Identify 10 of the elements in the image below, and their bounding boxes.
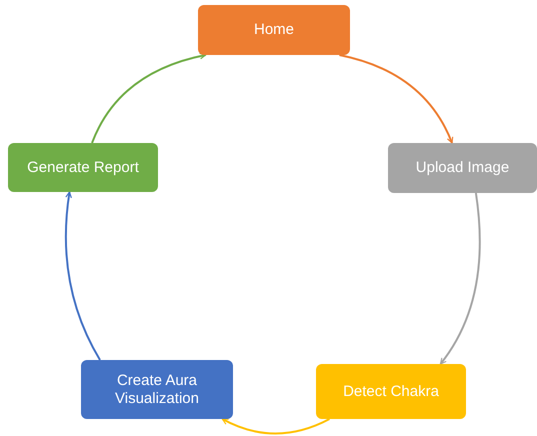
process-box: Upload Image <box>388 143 537 193</box>
curved-arrow <box>440 192 481 365</box>
curved-arrow <box>222 418 330 434</box>
curved-arrow <box>91 52 206 144</box>
process-box: Generate Report <box>8 143 158 192</box>
curved-arrow <box>339 54 453 144</box>
process-box: Create Aura Visualization <box>81 360 233 419</box>
process-box: Detect Chakra <box>316 364 466 419</box>
process-box: Home <box>198 5 350 55</box>
curved-arrow <box>64 191 101 360</box>
